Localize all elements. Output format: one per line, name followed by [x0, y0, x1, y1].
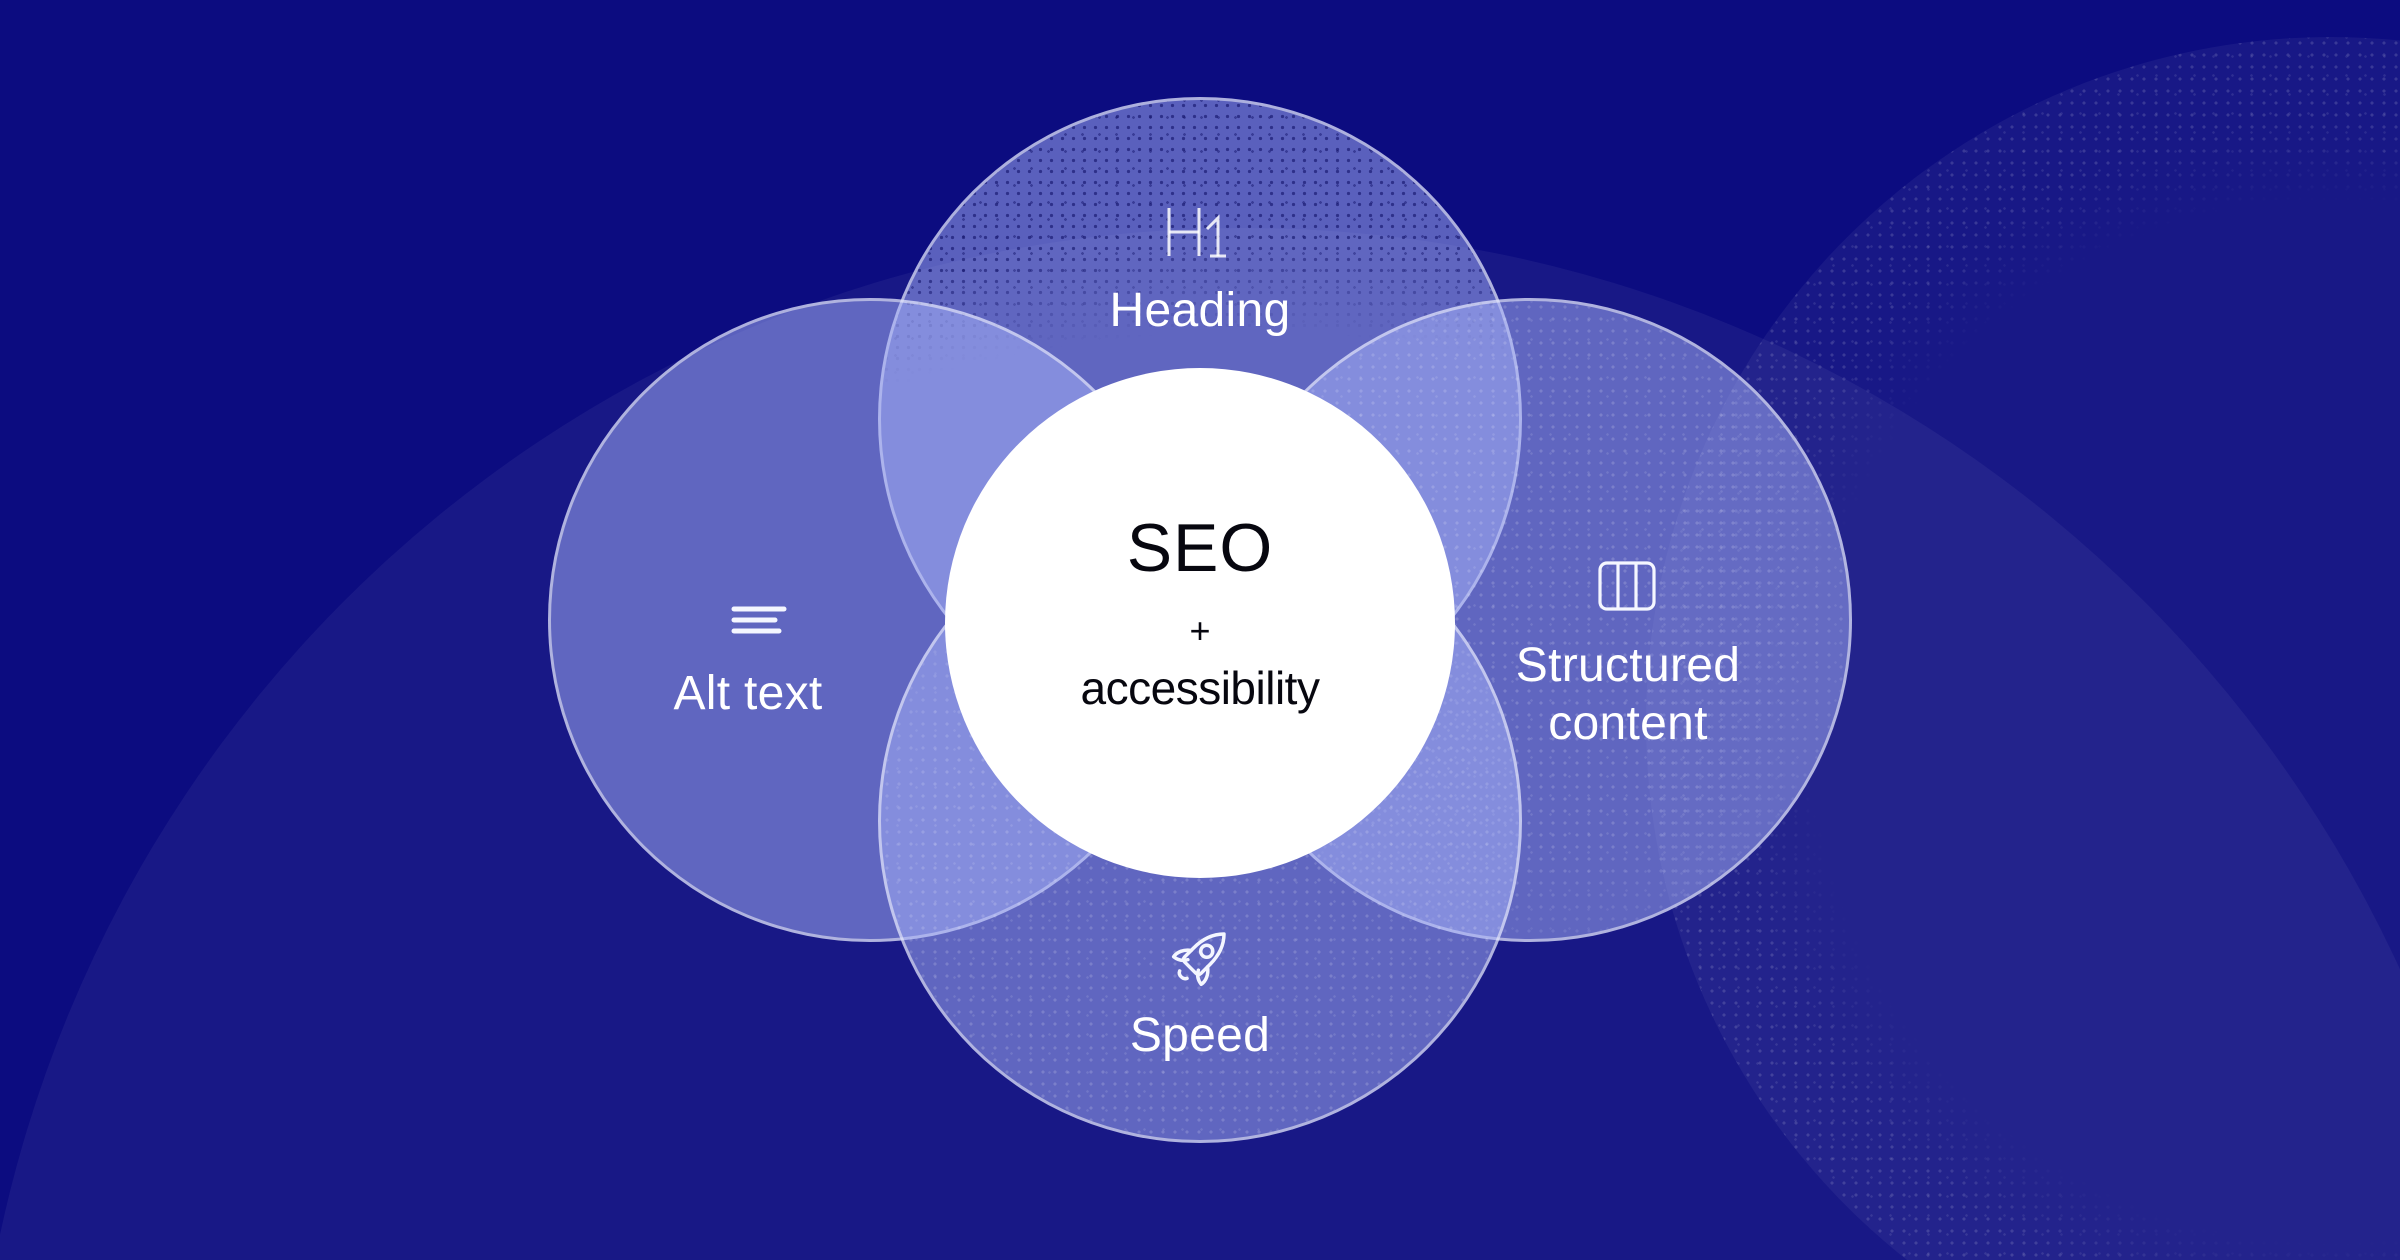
petal-label-alt-text: Alt text: [673, 667, 823, 720]
columns-icon: [1598, 561, 1656, 611]
rocket-icon: [1169, 921, 1233, 993]
center-title: SEO: [1126, 510, 1274, 586]
h1-icon: [1165, 206, 1229, 258]
center-circle: SEO + accessibility: [945, 368, 1455, 878]
petal-label-structured-content: Structured content: [1515, 639, 1741, 750]
petal-label-speed: Speed: [1129, 1009, 1271, 1062]
plus-sign: +: [1189, 610, 1211, 651]
center-subtitle: accessibility: [1080, 662, 1320, 714]
petal-label-heading: Heading: [1109, 284, 1291, 337]
text-lines-icon: [731, 605, 787, 635]
